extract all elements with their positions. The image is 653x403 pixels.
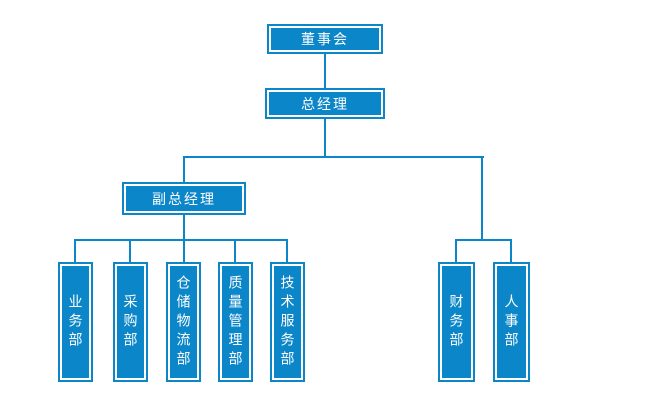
org-node-quality-management-dept: 质量管理部 [218,262,253,382]
org-node-business-dept-label: 业务部 [67,293,84,351]
org-node-hr-dept: 人事部 [493,262,530,382]
org-node-purchasing-dept-label: 采购部 [122,293,139,351]
connector-line-board-gm [324,53,326,88]
org-node-purchasing-dept: 采购部 [113,262,148,382]
connector-stub-business [74,239,76,262]
connector-stub-warehouse [183,239,185,262]
connector-stub-technical [286,239,288,262]
org-node-board: 董事会 [267,24,383,54]
org-node-deputy-general-manager-label: 副总经理 [152,190,216,207]
connector-stub-purchasing [129,239,131,262]
connector-line-right-horizontal [455,239,512,241]
org-node-technical-service-dept-label: 技术服务部 [279,274,296,370]
connector-line-gm-down [324,119,326,157]
connector-line-dgm-down [183,215,185,240]
org-node-deputy-general-manager: 副总经理 [122,182,246,215]
org-node-board-label: 董事会 [301,31,349,47]
org-node-warehouse-logistics-dept: 仓储物流部 [166,262,201,382]
connector-line-level2-horizontal [183,156,484,158]
org-node-hr-dept-label: 人事部 [503,293,520,351]
org-node-general-manager: 总经理 [265,88,385,119]
org-node-quality-management-dept-label: 质量管理部 [227,274,244,370]
connector-stub-finance [455,239,457,262]
org-node-finance-dept-label: 财务部 [448,293,465,351]
org-node-technical-service-dept: 技术服务部 [270,262,305,382]
org-node-warehouse-logistics-dept-label: 仓储物流部 [175,274,192,370]
org-node-finance-dept: 财务部 [438,262,475,382]
org-node-general-manager-label: 总经理 [301,95,349,112]
connector-line-depts-horizontal [74,239,288,241]
connector-line-to-dgm [183,156,185,183]
connector-line-right-branch [481,156,483,241]
connector-stub-hr [510,239,512,262]
connector-stub-quality [234,239,236,262]
org-node-business-dept: 业务部 [58,262,93,382]
